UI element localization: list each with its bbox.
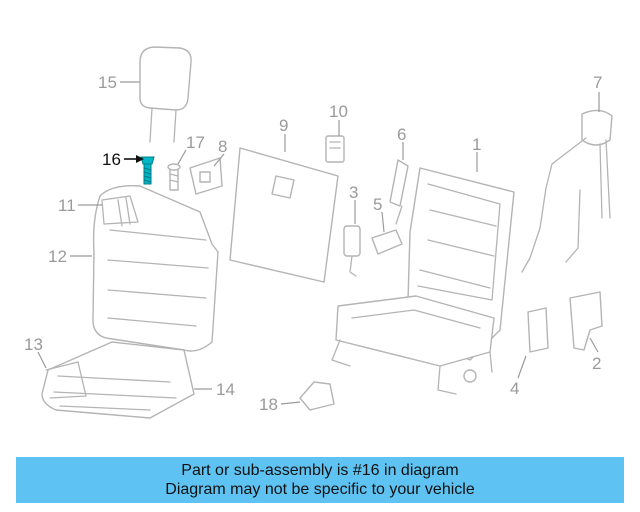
part-15-headrest <box>139 46 192 143</box>
callout-6: 6 <box>397 125 406 144</box>
info-banner: Part or sub-assembly is #16 in diagram D… <box>16 457 624 503</box>
part-12-seat-back <box>92 185 219 352</box>
banner-line-part: Part or sub-assembly is #16 in diagram <box>181 462 459 479</box>
callout-17: 17 <box>186 133 205 152</box>
part-4-latch-cover <box>527 307 549 353</box>
callout-16: 16 <box>102 150 121 169</box>
callout-4: 4 <box>510 379 519 398</box>
part-2-bracket <box>569 291 603 351</box>
part-3-latch <box>343 225 361 277</box>
callout-3: 3 <box>349 183 358 202</box>
callout-5: 5 <box>373 195 382 214</box>
part-10-clip <box>325 135 345 163</box>
part-14-seat-cushion <box>41 341 195 419</box>
callout-13: 13 <box>24 335 43 354</box>
banner-line-disclaimer: Diagram may not be specific to your vehi… <box>165 481 475 498</box>
callout-15: 15 <box>98 73 117 92</box>
callout-14: 14 <box>216 380 235 399</box>
leader-lines <box>37 81 600 405</box>
callout-11: 11 <box>58 196 76 215</box>
callout-9: 9 <box>279 116 288 135</box>
part-7-seat-belt <box>521 109 613 273</box>
part-16-bolt <box>140 156 155 185</box>
callout-1: 1 <box>472 135 481 154</box>
callout-8: 8 <box>218 137 227 156</box>
part-8-bracket <box>189 157 223 195</box>
callout-2: 2 <box>592 354 601 373</box>
part-6-trim <box>389 159 409 225</box>
part-9-back-panel <box>229 147 339 283</box>
part-17-pin <box>167 163 181 191</box>
part-18-bracket <box>299 381 335 411</box>
part-5-cover <box>371 229 403 255</box>
callout-7: 7 <box>593 73 602 92</box>
callout-12: 12 <box>48 247 67 266</box>
part-1-seat-frame <box>331 167 515 395</box>
callout-18: 18 <box>259 395 278 414</box>
callout-10: 10 <box>329 102 348 121</box>
